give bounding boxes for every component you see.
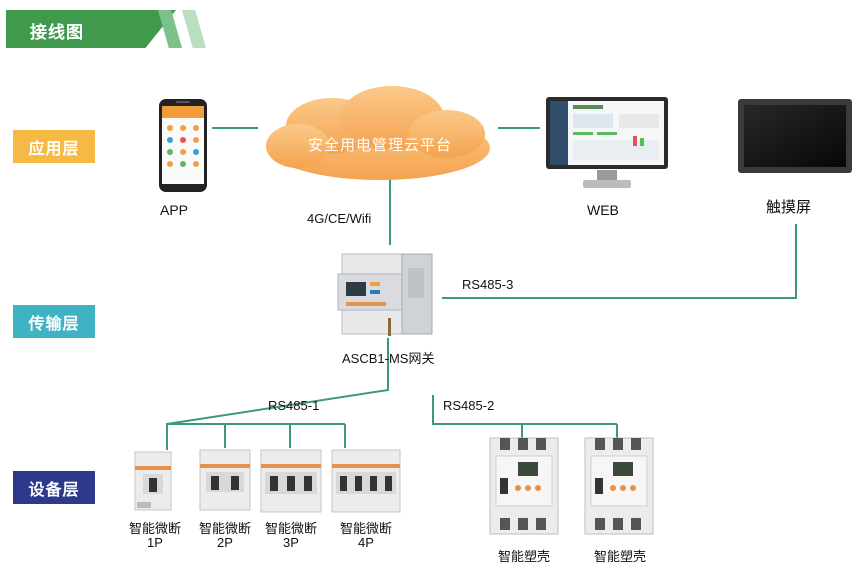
mccb-1-label: 智能塑壳 — [497, 549, 550, 564]
mccb-2-label: 智能塑壳 — [593, 549, 646, 564]
mcb-4p-label: 智能微断 — [339, 521, 392, 536]
layer-application: 应用层 — [13, 130, 95, 163]
mcb-3p-label: 智能微断 — [264, 521, 317, 536]
mcb-1p-poles: 1P — [147, 535, 163, 550]
link-label-rs485-3: RS485-3 — [462, 277, 514, 292]
gateway-device-icon — [337, 253, 433, 336]
cloud-icon — [266, 86, 490, 180]
line-rs485-1 — [166, 338, 389, 450]
layer-transport: 传输层 — [13, 305, 95, 338]
mcb-3p-poles: 3P — [283, 535, 299, 550]
link-label-rs485-1: RS485-1 — [268, 398, 320, 413]
web-label: WEB — [587, 202, 619, 218]
touchscreen-icon — [738, 99, 852, 173]
page-title: 接线图 — [30, 23, 84, 42]
mcb-4p-icon — [331, 449, 401, 513]
link-label-rs485-2: RS485-2 — [443, 398, 495, 413]
cloud-platform-label: 安全用电管理云平台 — [307, 137, 452, 154]
header-banner — [6, 10, 176, 48]
mcb-1p-label: 智能微断 — [128, 521, 181, 536]
gateway-label: ASCB1-MS网关 — [342, 351, 435, 366]
monitor-icon — [546, 97, 668, 188]
mcb-2p-icon — [199, 449, 251, 511]
mcb-4p-poles: 4P — [358, 535, 374, 550]
mccb-icon — [489, 437, 559, 535]
phone-icon — [159, 99, 207, 192]
mcb-2p-label: 智能微断 — [198, 521, 251, 536]
mcb-1p-icon — [134, 451, 172, 511]
link-label-4g: 4G/CE/Wifi — [307, 211, 372, 226]
line-rs485-3 — [442, 224, 797, 299]
touchscreen-label: 触摸屏 — [766, 199, 812, 216]
app-label: APP — [160, 202, 189, 218]
layer-device: 设备层 — [13, 471, 95, 504]
mccb-icon — [584, 437, 654, 535]
mcb-3p-icon — [260, 449, 322, 513]
mcb-2p-poles: 2P — [217, 535, 233, 550]
line-rs485-2 — [432, 395, 617, 425]
